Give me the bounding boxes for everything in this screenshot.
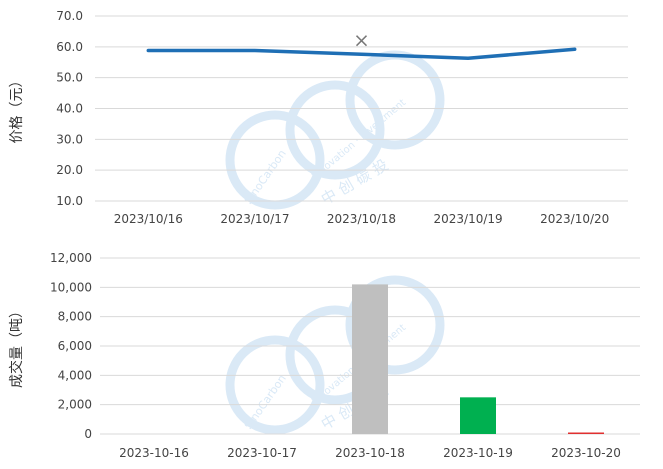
price-x-tick: 2023/10/17 — [220, 212, 289, 226]
volume-y-axis-title: 成交量（吨） — [8, 304, 25, 388]
price-y-tick: 70.0 — [56, 9, 83, 23]
volume-bars — [352, 284, 604, 434]
price-x-tick-labels: 2023/10/16 2023/10/17 2023/10/18 2023/10/19… — [114, 212, 610, 226]
volume-x-tick: 2023-10-17 — [227, 446, 297, 460]
price-y-tick: 20.0 — [56, 163, 83, 177]
watermark-ring-left — [225, 335, 325, 435]
price-y-tick: 40.0 — [56, 102, 83, 116]
price-y-axis-title: 价格（元） — [9, 74, 25, 144]
price-x-tick: 2023/10/18 — [327, 212, 396, 226]
volume-bar — [352, 284, 388, 434]
volume-y-tick: 6,000 — [58, 339, 92, 353]
volume-y-tick-labels: 0 2,000 4,000 6,000 8,000 10,000 12,000 — [50, 251, 92, 441]
volume-x-tick: 2023-10-16 — [119, 446, 189, 460]
volume-bar — [568, 432, 604, 434]
volume-y-tick: 12,000 — [50, 251, 92, 265]
volume-y-tick: 10,000 — [50, 280, 92, 294]
price-marker-x — [355, 35, 368, 47]
price-x-tick: 2023/10/16 — [114, 212, 183, 226]
volume-y-tick: 2,000 — [58, 398, 92, 412]
price-y-tick-labels: 10.0 20.0 30.0 40.0 50.0 60.0 70.0 — [56, 9, 83, 208]
volume-y-tick: 0 — [84, 427, 92, 441]
price-gridlines — [95, 15, 628, 202]
price-series — [146, 35, 577, 60]
price-y-tick: 10.0 — [56, 194, 83, 208]
volume-x-tick: 2023-10-20 — [551, 446, 621, 460]
price-y-tick: 50.0 — [56, 71, 83, 85]
watermark-bottom: SinoCarbon Innovation · Investment 中 创 碳… — [225, 275, 445, 435]
volume-x-tick: 2023-10-19 — [443, 446, 513, 460]
price-y-tick: 30.0 — [56, 132, 83, 146]
watermark-brand: SinoCarbon — [242, 372, 289, 431]
watermark-ring-left — [225, 110, 325, 210]
volume-bar-chart: 0 2,000 4,000 6,000 8,000 10,000 12,000 2023-1… — [8, 251, 640, 460]
price-x-tick: 2023/10/19 — [434, 212, 503, 226]
watermark-brand: SinoCarbon — [242, 147, 289, 206]
price-x-tick: 2023/10/20 — [540, 212, 609, 226]
watermark-ring-middle — [285, 80, 385, 180]
volume-x-tick: 2023-10-18 — [335, 446, 405, 460]
watermark-ring-right — [345, 275, 445, 375]
volume-x-tick-labels: 2023-10-16 2023-10-17 2023-10-18 2023-10-19… — [119, 446, 621, 460]
price-y-tick: 60.0 — [56, 40, 83, 54]
price-series-line — [146, 47, 577, 60]
volume-bar — [460, 397, 496, 434]
volume-y-tick: 4,000 — [58, 368, 92, 382]
volume-y-tick: 8,000 — [58, 310, 92, 324]
